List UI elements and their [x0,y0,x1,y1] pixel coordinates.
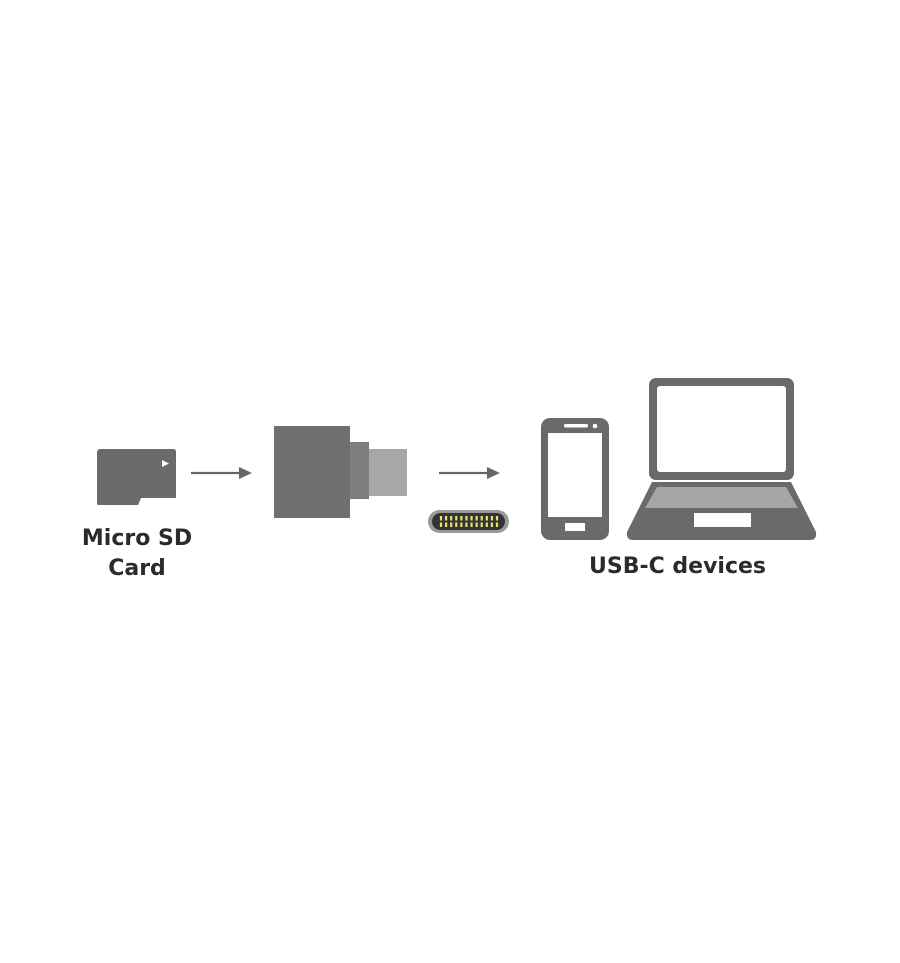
usb-c-pin [475,522,478,527]
usb-c-pin [450,522,453,527]
usb-c-pin [475,516,478,521]
usb-c-pin [439,522,443,527]
usb-c-pin [465,522,468,527]
usb-c-devices-label: USB-C devices [588,554,767,579]
usb-c-pin [455,522,458,527]
usb-c-card-reader-icon [274,426,407,518]
micro-sd-card-label: Micro SD Card [62,524,212,584]
micro-sd-label-line2: Card [108,556,166,581]
smartphone-icon [541,418,609,540]
usb-c-pin [495,522,499,527]
usb-c-pin [490,516,494,521]
usb-c-pin [444,522,448,527]
laptop-icon [626,378,817,540]
usb-c-pin [444,516,448,521]
usb-c-pin [480,516,483,521]
arrow-right-icon [439,467,500,479]
usb-c-pin [490,522,494,527]
usb-c-pin [495,516,499,521]
usb-c-pin [455,516,458,521]
usb-c-pin [460,522,463,527]
arrow-right-icon [191,467,252,479]
usb-c-pin [470,522,473,527]
usb-c-port-icon [428,510,509,533]
usb-c-pin [470,516,473,521]
usb-c-pin [439,516,443,521]
usb-c-pin [485,516,488,521]
micro-sd-label-line1: Micro SD [81,526,193,551]
usb-c-pins [439,516,499,527]
micro-sd-card-icon [97,449,176,505]
usb-c-pin [465,516,468,521]
usb-c-pin [485,522,488,527]
usb-c-pin [480,522,483,527]
usb-c-pin [460,516,463,521]
usb-c-pin [450,516,453,521]
